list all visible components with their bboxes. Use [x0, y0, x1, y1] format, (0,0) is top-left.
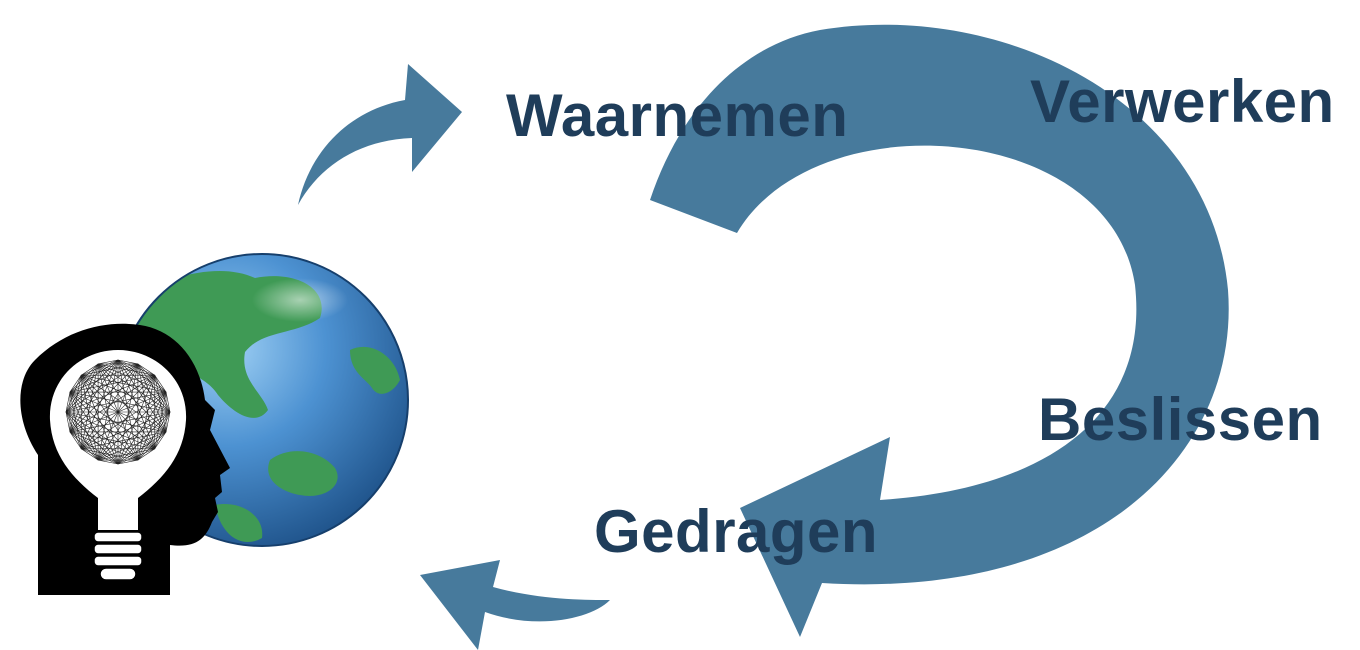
small-curved-arrow-icon — [420, 560, 610, 650]
circular-arrow-icon — [650, 24, 1229, 637]
small-curved-arrow-icon — [298, 64, 462, 205]
step-label-verwerken: Verwerken — [1030, 68, 1335, 135]
step-label-gedragen: Gedragen — [594, 498, 879, 565]
step-label-beslissen: Beslissen — [1038, 386, 1323, 453]
step-label-waarnemen: Waarnemen — [506, 82, 849, 149]
head-lightbulb-icon — [20, 323, 230, 595]
